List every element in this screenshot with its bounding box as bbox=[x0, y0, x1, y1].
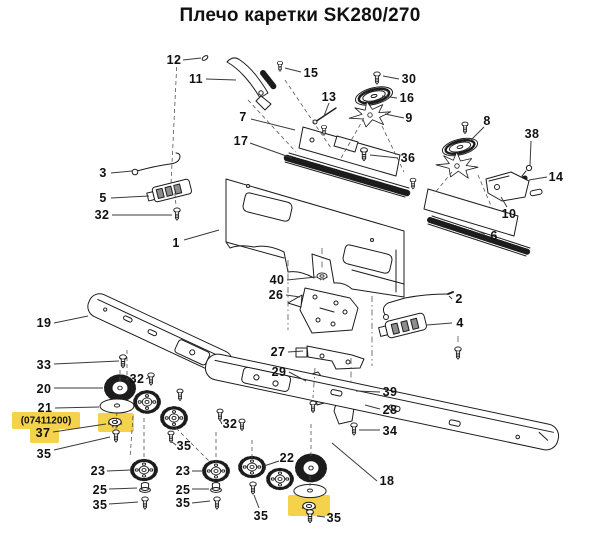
leader-line bbox=[108, 487, 138, 490]
part-label-37: 37 bbox=[35, 426, 51, 440]
leader-line bbox=[108, 501, 139, 505]
label-37-highlight bbox=[30, 426, 59, 443]
leader-line bbox=[287, 350, 304, 353]
leader-line bbox=[284, 67, 302, 73]
part-label-6: 6 bbox=[490, 229, 498, 243]
part-label-30: 30 bbox=[401, 72, 417, 86]
leader-line bbox=[263, 460, 280, 467]
leader-line bbox=[448, 295, 453, 300]
leader-line bbox=[182, 57, 202, 61]
leader-line bbox=[52, 423, 107, 433]
part-label-27: 27 bbox=[270, 345, 286, 359]
part-label-22: 22 bbox=[279, 451, 295, 465]
leader-line bbox=[355, 390, 381, 393]
part-label-3: 3 bbox=[99, 166, 107, 180]
part-label-11: 11 bbox=[188, 72, 204, 86]
leader-line bbox=[53, 436, 111, 451]
leader-line bbox=[285, 294, 301, 298]
leader-line bbox=[323, 102, 330, 117]
part-label-23: 23 bbox=[175, 464, 191, 478]
part-label-32: 32 bbox=[129, 372, 145, 386]
part-label-2: 2 bbox=[455, 292, 463, 306]
part-label-15: 15 bbox=[303, 66, 319, 80]
part-label-17: 17 bbox=[233, 134, 249, 148]
part-label-32: 32 bbox=[222, 417, 238, 431]
leader-line bbox=[53, 315, 89, 324]
part-label-35: 35 bbox=[176, 439, 192, 453]
leader-line bbox=[286, 276, 317, 281]
part-label-39: 39 bbox=[382, 385, 398, 399]
part-label-32: 32 bbox=[94, 208, 110, 222]
part-label-25: 25 bbox=[92, 483, 108, 497]
leader-line bbox=[219, 419, 223, 425]
part-label-13: 13 bbox=[321, 90, 337, 104]
leader-line bbox=[145, 376, 151, 380]
leader-line bbox=[384, 113, 405, 119]
part-label-35: 35 bbox=[92, 498, 108, 512]
part-label-25: 25 bbox=[175, 483, 191, 497]
leader-line bbox=[110, 170, 133, 174]
leader-line bbox=[205, 78, 237, 81]
leader-line bbox=[331, 442, 378, 482]
leader-line bbox=[171, 441, 177, 446]
part-label-18: 18 bbox=[379, 474, 395, 488]
part-label-1: 1 bbox=[172, 236, 180, 250]
leader-line bbox=[381, 95, 398, 99]
leader-line bbox=[250, 118, 296, 131]
part-label-8: 8 bbox=[483, 114, 491, 128]
part-label-7: 7 bbox=[239, 110, 247, 124]
part-label-34: 34 bbox=[382, 424, 398, 438]
part-label-29: 29 bbox=[271, 365, 287, 379]
leader-line bbox=[288, 371, 307, 382]
part-label-21: 21 bbox=[37, 401, 53, 415]
leader-line bbox=[469, 227, 486, 235]
part-label-12: 12 bbox=[166, 53, 182, 67]
part-label-33: 33 bbox=[36, 358, 52, 372]
leader-line bbox=[316, 515, 326, 518]
leader-line bbox=[249, 142, 293, 159]
part-label-36: 36 bbox=[400, 151, 416, 165]
part-number-07411200[interactable]: (07411200) bbox=[20, 415, 72, 427]
leader-line bbox=[253, 494, 260, 509]
part-label-5: 5 bbox=[99, 191, 107, 205]
leader-line bbox=[426, 322, 453, 326]
part-label-35: 35 bbox=[175, 496, 191, 510]
part-label-35: 35 bbox=[36, 447, 52, 461]
leader-line bbox=[183, 229, 220, 241]
part-label-23: 23 bbox=[90, 464, 106, 478]
part-label-38: 38 bbox=[524, 127, 540, 141]
leader-line bbox=[529, 140, 532, 166]
leader-line bbox=[53, 360, 120, 365]
part-label-35: 35 bbox=[326, 511, 342, 525]
leader-line bbox=[528, 176, 548, 181]
part-label-10: 10 bbox=[501, 207, 517, 221]
part-number-highlight bbox=[12, 412, 80, 429]
part-label-14: 14 bbox=[548, 170, 564, 184]
part-label-4: 4 bbox=[456, 316, 464, 330]
leader-line bbox=[110, 195, 150, 199]
part-label-19: 19 bbox=[36, 316, 52, 330]
leader-line bbox=[382, 75, 400, 80]
leader-line bbox=[469, 126, 485, 142]
part-label-28: 28 bbox=[382, 403, 398, 417]
part-label-35: 35 bbox=[253, 509, 269, 523]
leader-line bbox=[500, 196, 508, 208]
leader-line bbox=[106, 469, 132, 472]
part-label-16: 16 bbox=[399, 91, 415, 105]
part-label-20: 20 bbox=[36, 382, 52, 396]
part-label-26: 26 bbox=[268, 288, 284, 302]
leader-line bbox=[191, 500, 211, 504]
leader-line bbox=[369, 154, 399, 159]
part-label-9: 9 bbox=[405, 111, 413, 125]
leader-line bbox=[54, 406, 100, 409]
part-label-40: 40 bbox=[269, 273, 285, 287]
leader-line bbox=[364, 404, 381, 410]
page-title: Плечо каретки SK280/270 bbox=[179, 5, 421, 26]
